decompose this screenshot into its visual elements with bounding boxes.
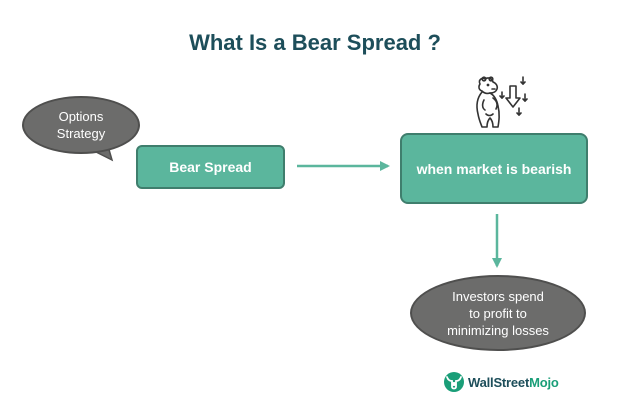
logo-text: WallStreetMojo [468,375,559,390]
market-condition-node: when market is bearish [400,133,588,204]
outcome-line-1: Investors spend [452,288,544,304]
bubble-line-2: Strategy [56,126,106,141]
bear-spread-label: Bear Spread [169,159,252,175]
bear-spread-node: Bear Spread [136,145,285,189]
outcome-line-3: minimizing losses [447,322,549,338]
market-condition-label: when market is bearish [416,160,572,177]
down-arrows-icon [499,76,528,116]
outcome-oval: Investors spend to profit to minimizing … [410,275,586,351]
bull-logo-icon [444,372,464,392]
bear-icon [476,76,528,128]
logo-text-part1: WallStreet [468,374,530,390]
wallstreetmojo-logo: WallStreetMojo [443,371,559,393]
bubble-line-1: Options [58,109,104,124]
logo-text-part2: Mojo [529,374,559,390]
outcome-line-2: to profit to [469,305,527,321]
options-strategy-bubble: Options Strategy [22,96,140,154]
page-title: What Is a Bear Spread ? [189,30,441,55]
